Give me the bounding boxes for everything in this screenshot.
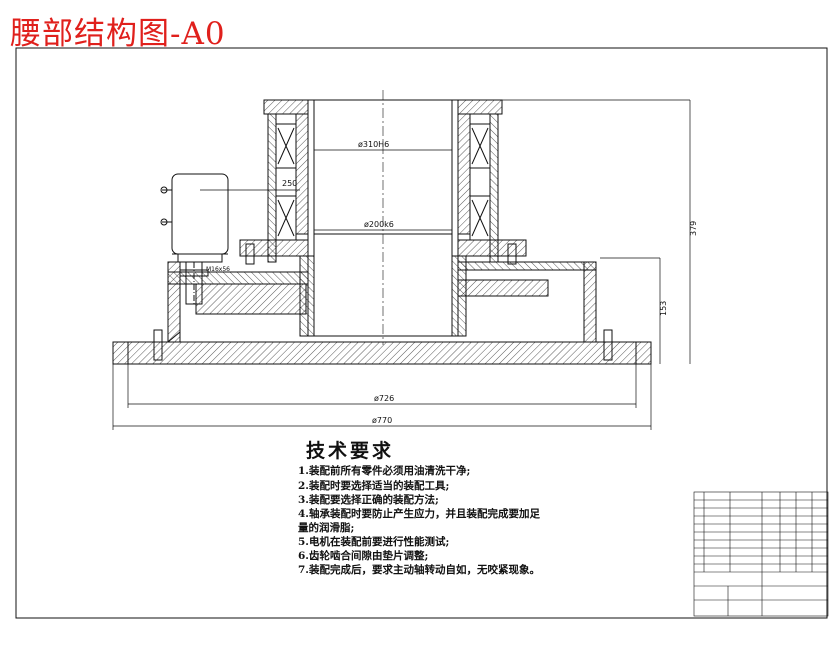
requirement-item: 3.装配要选择正确的装配方法; <box>298 494 439 506</box>
drawing-border <box>15 47 828 619</box>
motor-body <box>171 173 229 255</box>
dim-height-total: 379 <box>689 221 698 236</box>
dim-base-outer: ø770 <box>372 416 392 425</box>
title-block <box>693 491 829 617</box>
requirement-item: 6.齿轮啮合间隙由垫片调整; <box>298 550 429 562</box>
requirement-item: 5.电机在装配前要进行性能测试; <box>298 536 450 548</box>
assembly-section <box>112 90 652 365</box>
dimension-lines <box>112 99 691 430</box>
motor-label: M16x56 <box>206 266 230 273</box>
base-plate <box>112 341 652 365</box>
dim-bore-top: ø310H6 <box>358 140 389 149</box>
requirements-heading: 技术要求 <box>306 440 395 462</box>
requirement-item: 4.轴承装配时要防止产生应力，并且装配完成要加足 <box>298 508 540 520</box>
requirement-item: 量的润滑脂; <box>298 522 355 534</box>
requirement-item: 7.装配完成后，要求主动轴转动自如，无咬紧现象。 <box>298 564 540 576</box>
bearing-right <box>469 123 491 241</box>
dim-motor-offset: 250 <box>282 179 297 188</box>
requirement-item: 2.装配时要选择适当的装配工具; <box>298 480 450 492</box>
dim-bore-bottom: ø200k6 <box>364 220 394 229</box>
dim-height-lower: 153 <box>659 301 668 316</box>
dim-base-inner: ø726 <box>374 394 394 403</box>
drawing-title: 腰部结构图-A0 <box>10 16 226 52</box>
requirement-item: 1.装配前所有零件必须用油清洗干净; <box>298 465 471 477</box>
bearing-left <box>275 123 297 241</box>
